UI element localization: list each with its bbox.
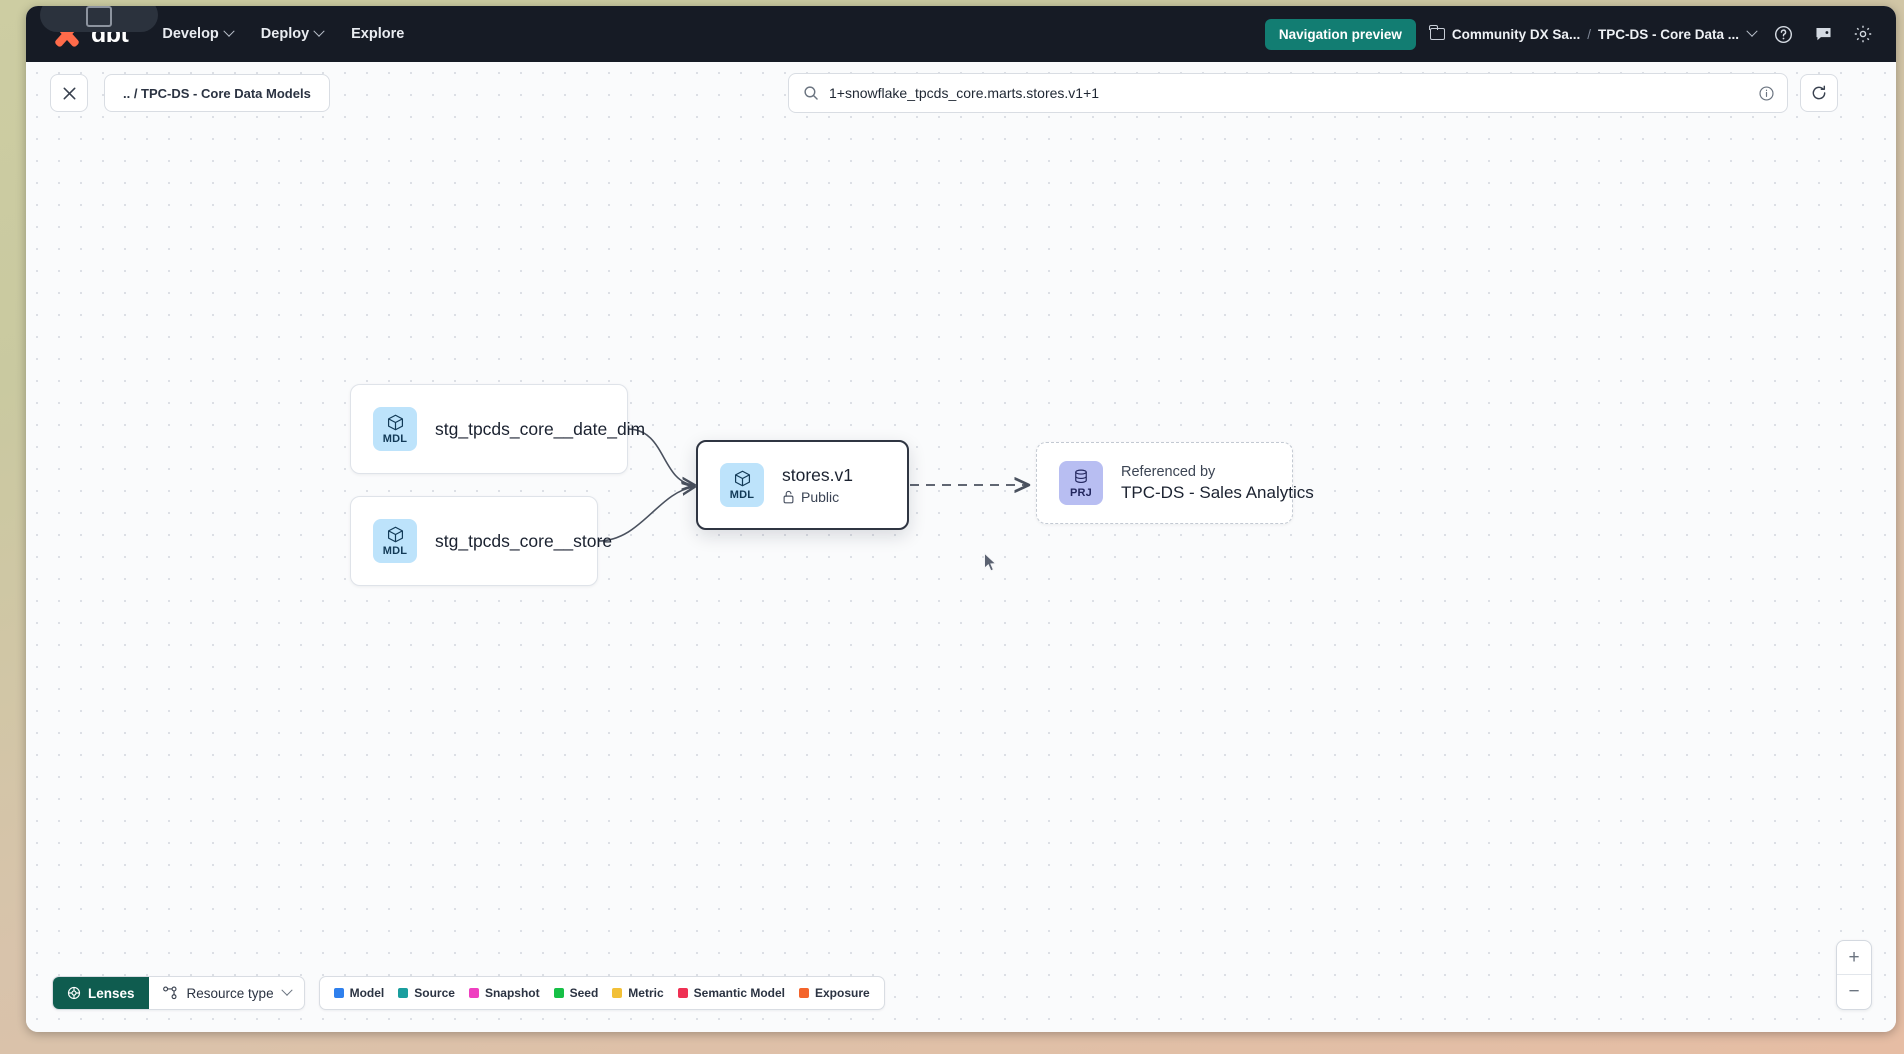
node-access-row: Public [782, 489, 853, 505]
legend-item-model: Model [333, 986, 385, 1000]
top-nav-right-cluster: Navigation preview Community DX Sa... / … [1264, 18, 1876, 50]
legend-swatch [677, 988, 688, 998]
breadcrumb-project[interactable]: TPC-DS - Core Data ... [1597, 26, 1739, 42]
node-stg-tpcds-core-date-dim[interactable]: MDL stg_tpcds_core__date_dim [350, 384, 645, 474]
legend-swatch [553, 988, 564, 998]
lenses-segmented-control: Lenses Resource type [52, 976, 305, 1010]
breadcrumb-account[interactable]: Community DX Sa... [1451, 26, 1581, 42]
node-referenced-by-project[interactable]: PRJ Referenced by TPC-DS - Sales Analyti… [1036, 442, 1314, 524]
lineage-toolbar: .. / TPC-DS - Core Data Models [26, 62, 1896, 124]
help-circle-icon[interactable] [1770, 21, 1796, 47]
chevron-down-icon[interactable] [1746, 25, 1758, 37]
gear-icon[interactable] [1850, 21, 1876, 47]
legend-item-source: Source [398, 986, 455, 1000]
resource-type-legend: Model Source Snapshot Seed Metric Semant… [318, 976, 885, 1010]
model-badge: MDL [720, 463, 764, 507]
aperture-icon [67, 986, 81, 1000]
legend-label: Source [414, 986, 455, 1000]
search-icon [804, 86, 818, 100]
layers-icon [1075, 469, 1087, 483]
top-navigation-bar: dbt Develop Deploy Explore Navigation pr… [26, 6, 1896, 62]
chat-icon[interactable] [1810, 21, 1836, 47]
folder-icon [1429, 25, 1445, 40]
cube-icon [387, 414, 403, 431]
nav-item-deploy-label: Deploy [260, 26, 310, 42]
breadcrumb: Community DX Sa... / TPC-DS - Core Data … [1429, 25, 1758, 42]
model-badge: MDL [373, 519, 417, 563]
lineage-graph: MDL stg_tpcds_core__date_dim MDL stg_tpc… [26, 62, 1896, 1032]
info-icon[interactable] [1758, 85, 1775, 102]
nav-item-explore[interactable]: Explore [351, 26, 404, 42]
breadcrumb-pill[interactable]: .. / TPC-DS - Core Data Models [104, 74, 330, 112]
close-button[interactable] [50, 74, 88, 112]
search-input[interactable] [829, 85, 1748, 101]
node-eyebrow: Referenced by [1121, 463, 1216, 480]
model-badge-text: MDL [382, 545, 408, 557]
resource-type-label: Resource type [186, 985, 274, 1001]
node-access-label: Public [801, 489, 840, 505]
app-window: dbt Develop Deploy Explore Navigation pr… [26, 6, 1896, 1032]
unlock-icon [783, 490, 794, 504]
legend-label: Model [349, 986, 385, 1000]
edge-store-to-stores [597, 487, 694, 542]
zoom-controls: + − [1836, 940, 1872, 1010]
legend-label: Semantic Model [693, 986, 785, 1000]
legend-label: Seed [569, 986, 599, 1000]
legend-swatch [398, 988, 409, 998]
node-stg-tpcds-core-store[interactable]: MDL stg_tpcds_core__store [350, 496, 612, 586]
legend-item-seed: Seed [553, 986, 599, 1000]
node-label: TPC-DS - Sales Analytics [1121, 482, 1314, 502]
chevron-down-icon [280, 984, 293, 996]
refresh-button[interactable] [1800, 74, 1838, 112]
legend-item-semantic-model: Semantic Model [677, 986, 785, 1000]
model-badge-text: MDL [382, 433, 408, 445]
nav-item-deploy[interactable]: Deploy [260, 25, 325, 42]
project-badge-text: PRJ [1070, 486, 1092, 499]
legend-swatch [612, 988, 623, 998]
legend-label: Metric [628, 986, 664, 1000]
legend-swatch [799, 988, 809, 998]
project-badge: PRJ [1059, 461, 1103, 505]
legend-label: Exposure [815, 986, 870, 1000]
search-box[interactable] [788, 73, 1788, 113]
node-stores-v1[interactable]: MDL stores.v1 Public [696, 440, 909, 530]
legend-item-exposure: Exposure [799, 986, 870, 1000]
navigation-preview-badge[interactable]: Navigation preview [1264, 18, 1416, 50]
node-body: stores.v1 Public [782, 465, 853, 505]
zoom-in-button[interactable]: + [1837, 941, 1871, 975]
search-cluster [788, 73, 1838, 113]
legend-item-metric: Metric [612, 986, 664, 1000]
node-label: stores.v1 [782, 465, 853, 485]
chevron-down-icon [223, 25, 235, 37]
cube-icon [387, 526, 403, 543]
legend-swatch [468, 988, 479, 998]
model-badge-text: MDL [729, 489, 755, 501]
nodes-icon [162, 986, 177, 1000]
breadcrumb-separator: / [1587, 26, 1591, 42]
nav-item-explore-label: Explore [351, 26, 405, 42]
lenses-button[interactable]: Lenses [53, 977, 149, 1009]
chevron-down-icon [313, 25, 325, 37]
canvas-bottom-toolbar: Lenses Resource type Model Source Snapsh… [52, 976, 885, 1010]
cube-icon [734, 470, 750, 487]
node-label: stg_tpcds_core__date_dim [435, 418, 646, 439]
lineage-edges [597, 428, 1896, 542]
zoom-out-button[interactable]: − [1848, 981, 1860, 1002]
nav-item-develop-label: Develop [162, 26, 219, 42]
primary-nav: Develop Deploy Explore [162, 25, 404, 42]
lenses-label: Lenses [88, 985, 135, 1001]
legend-label: Snapshot [484, 986, 540, 1000]
resource-type-dropdown[interactable]: Resource type [149, 977, 304, 1009]
lineage-canvas[interactable]: .. / TPC-DS - Core Data Models [26, 62, 1896, 1032]
model-badge: MDL [373, 407, 417, 451]
node-body: Referenced by TPC-DS - Sales Analytics [1121, 464, 1314, 503]
browser-tab-nub [40, 6, 158, 32]
legend-item-snapshot: Snapshot [468, 986, 540, 1000]
legend-swatch [333, 988, 344, 998]
node-label: stg_tpcds_core__store [435, 530, 613, 551]
nav-item-develop[interactable]: Develop [162, 25, 235, 42]
